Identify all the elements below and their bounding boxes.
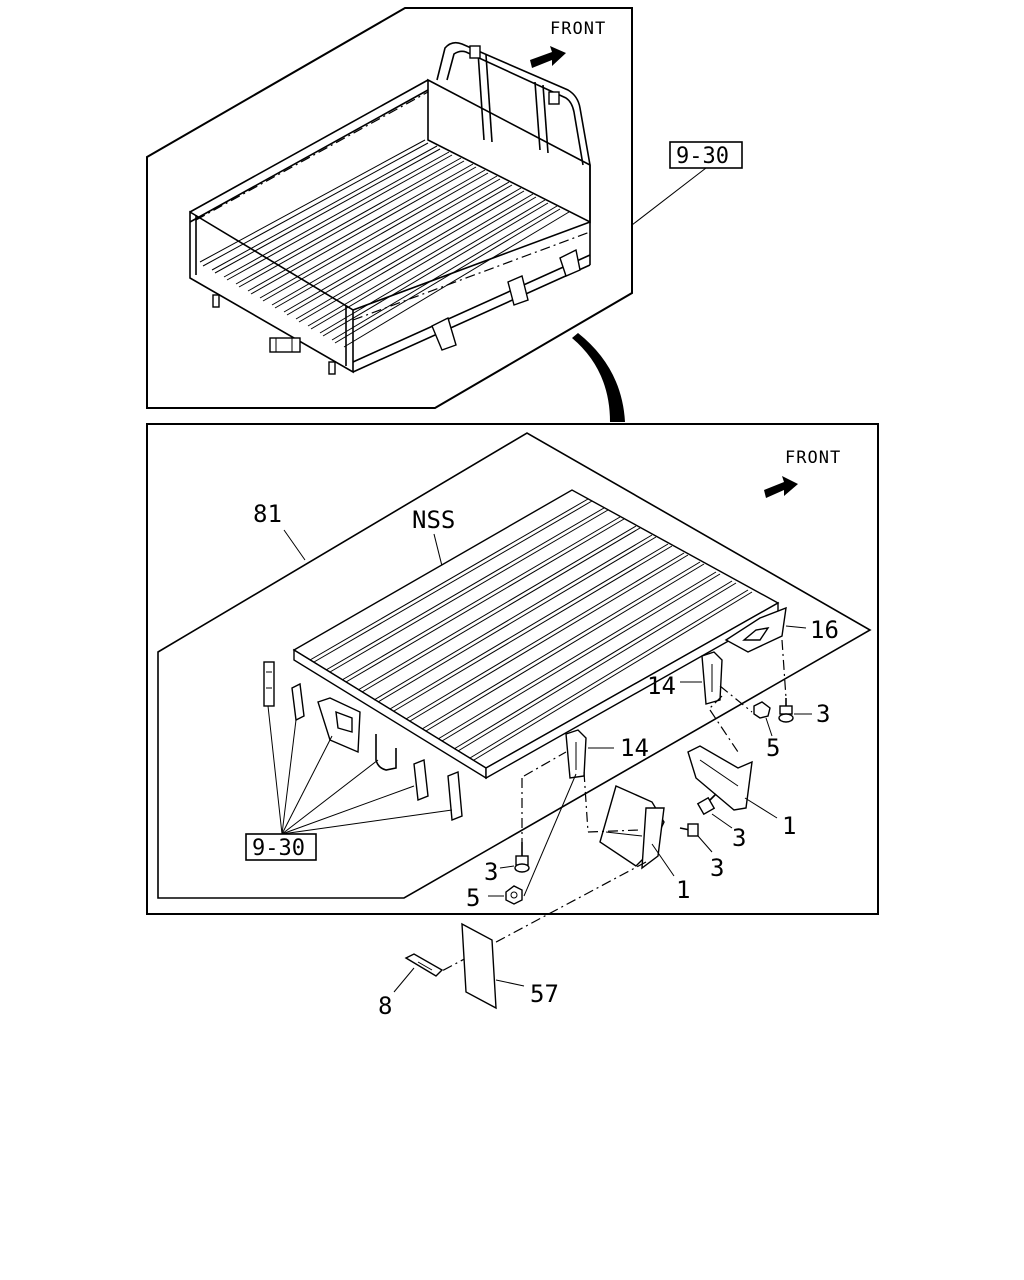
- small-brackets-group: [263, 661, 463, 821]
- loose-parts: 8 57: [378, 922, 559, 1020]
- part-14-bracket-right: [701, 651, 723, 705]
- callout-57: 57: [530, 980, 559, 1008]
- callout-3-mid: 3: [732, 824, 746, 852]
- bolt-3-right: [778, 698, 794, 723]
- nss-label: NSS: [412, 506, 455, 534]
- assembly-81-boundary: [157, 432, 872, 899]
- part-1-left: [599, 785, 665, 870]
- callout-5-left: 5: [466, 884, 480, 912]
- truck-bed-illustration: [189, 41, 591, 375]
- callout-16: 16: [810, 616, 839, 644]
- leader-3-left: [499, 865, 515, 869]
- callout-1-left: 1: [676, 876, 690, 904]
- bolt-3-left: [514, 842, 530, 873]
- nut-5-right: [753, 701, 771, 719]
- callout-5-right: 5: [766, 734, 780, 762]
- callout-3-center: 3: [710, 854, 724, 882]
- bottom-front-label: FRONT: [785, 448, 841, 468]
- leader-8: [393, 967, 415, 993]
- callout-14-right: 14: [647, 672, 676, 700]
- nut-5-left: [505, 885, 523, 905]
- ref-leaders: [267, 705, 453, 835]
- view-transition-arrow: [572, 333, 625, 422]
- callout-8: 8: [378, 992, 392, 1020]
- top-view: FRONT 9-30: [146, 7, 743, 409]
- top-ref-label: 9-30: [676, 144, 729, 169]
- front-arrow-icon: [764, 476, 798, 498]
- leader-1-right: [744, 797, 778, 819]
- callout-3-left: 3: [484, 858, 498, 886]
- leader-81: [283, 529, 306, 561]
- leader-1-left: [651, 843, 675, 877]
- part-1-right: [687, 745, 753, 811]
- callout-81: 81: [253, 500, 282, 528]
- leader-3-center: [697, 835, 713, 853]
- top-ref-leader: [631, 167, 707, 226]
- part-14-bracket-left: [565, 729, 587, 779]
- bottom-view-frame: [146, 423, 879, 915]
- bottom-ref-label: 9-30: [252, 836, 305, 861]
- bottom-ref-box: [245, 833, 317, 861]
- callout-3-right: 3: [816, 700, 830, 728]
- part-8-clip: [404, 953, 444, 977]
- callout-14-left: 14: [620, 734, 649, 762]
- leader-57: [495, 979, 525, 987]
- bolt-3-center: [679, 823, 699, 837]
- bolt-3-mid: [696, 793, 717, 816]
- part-57-plate: [461, 922, 497, 1010]
- leader-5-right: [765, 717, 773, 737]
- front-arrow-icon: [530, 46, 566, 68]
- bottom-view: FRONT 81 NSS: [146, 423, 879, 973]
- top-view-frame: [146, 7, 633, 409]
- leader-nss: [433, 533, 443, 567]
- floor-deck: [292, 489, 780, 780]
- leader-16: [785, 625, 807, 629]
- part-16-bracket: [724, 606, 787, 653]
- leader-3-mid: [711, 813, 733, 829]
- top-front-label: FRONT: [550, 19, 606, 39]
- callout-1-right: 1: [782, 812, 796, 840]
